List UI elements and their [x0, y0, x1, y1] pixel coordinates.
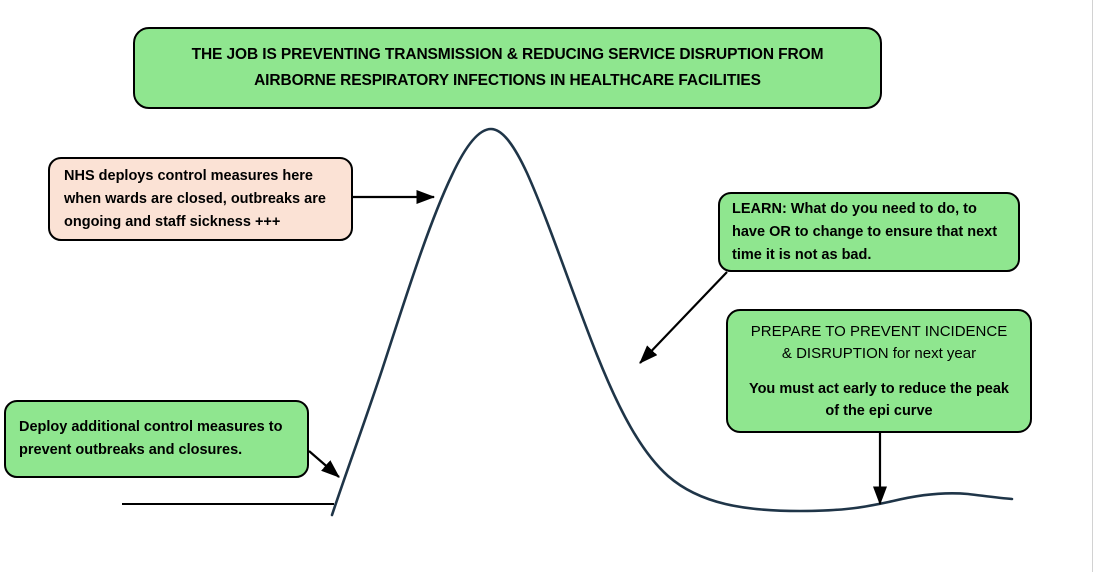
callout-deploy-additional-measures: Deploy additional control measures to pr…: [4, 400, 309, 478]
nhs-line-1: NHS deploys control measures here: [64, 167, 313, 184]
arrow-deploy-to-curve: [308, 450, 340, 478]
prepare-body-1: You must act early to reduce the peak: [748, 380, 1009, 397]
prepare-head-2: & DISRUPTION for next year: [781, 344, 977, 362]
callout-prepare-to-prevent: PREPARE TO PREVENT INCIDENCE & DISRUPTIO…: [726, 309, 1032, 433]
page-right-border: [1092, 0, 1093, 572]
arrow-learn-to-curve: [639, 271, 728, 364]
learn-line-1: LEARN: What do you need to do, to: [732, 200, 977, 217]
title-line-2: AIRBORNE RESPIRATORY INFECTIONS IN HEALT…: [254, 72, 761, 89]
nhs-line-3: ongoing and staff sickness +++: [64, 213, 281, 230]
callout-nhs-control-measures: NHS deploys control measures here when w…: [48, 157, 353, 241]
learn-line-3: time it is not as bad.: [732, 246, 872, 263]
title-line-1: THE JOB IS PREVENTING TRANSMISSION & RED…: [191, 46, 824, 63]
prepare-head-1: PREPARE TO PREVENT INCIDENCE: [750, 322, 1008, 340]
epi-curve-line: [330, 127, 1014, 517]
deploy-line-1: Deploy additional control measures to: [19, 419, 283, 435]
deploy-line-2: prevent outbreaks and closures.: [19, 442, 243, 458]
nhs-line-2: when wards are closed, outbreaks are: [64, 190, 326, 207]
title-banner: THE JOB IS PREVENTING TRANSMISSION & RED…: [133, 27, 882, 109]
prepare-body-2: of the epi curve: [825, 402, 933, 419]
callout-learn: LEARN: What do you need to do, to have O…: [718, 192, 1020, 272]
learn-line-2: have OR to change to ensure that next: [732, 223, 998, 240]
